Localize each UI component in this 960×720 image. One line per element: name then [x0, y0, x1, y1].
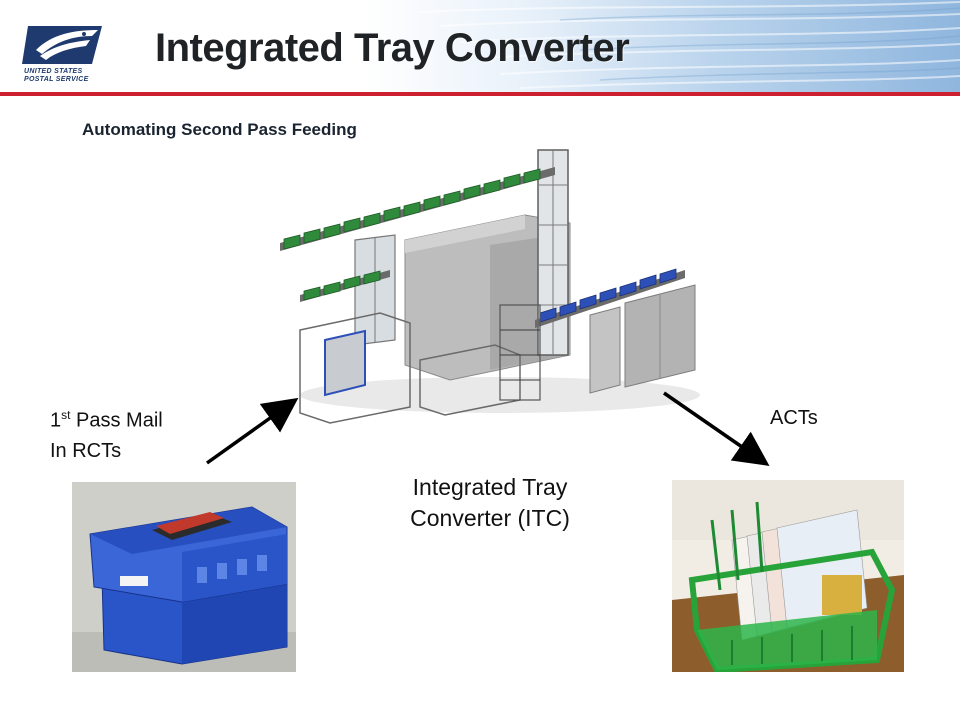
itc-machine-diagram	[280, 149, 700, 424]
slide-header: UNITED STATES POSTAL SERVICE Integrated …	[0, 0, 960, 92]
slide-subtitle: Automating Second Pass Feeding	[82, 120, 357, 139]
green-act-tray-photo	[672, 480, 904, 672]
first-pass-superscript: st	[61, 408, 71, 422]
logo-text-line2: POSTAL SERVICE	[24, 76, 89, 83]
header-swoosh-decoration	[419, 1, 960, 89]
logo-text-line1: UNITED STATES	[24, 68, 83, 75]
first-pass-number: 1	[50, 409, 62, 432]
slide-title: Integrated Tray Converter	[155, 26, 630, 70]
usps-logo-text: UNITED STATES POSTAL SERVICE	[24, 68, 114, 84]
header-red-rule	[0, 92, 960, 96]
acts-label: ACTs	[770, 407, 818, 429]
first-pass-line1: 1st Pass Mail	[50, 400, 163, 436]
blue-rct-tray-photo	[72, 482, 296, 672]
first-pass-text: Pass Mail	[70, 409, 163, 432]
usps-logo: UNITED STATES POSTAL SERVICE	[22, 20, 106, 86]
first-pass-label: 1st Pass Mail In RCTs	[50, 400, 163, 466]
itc-label-line1: Integrated Tray	[412, 474, 568, 500]
green-tray-illustration	[672, 480, 904, 672]
itc-label: Integrated Tray Converter (ITC)	[390, 472, 590, 534]
itc-label-line2: Converter (ITC)	[410, 505, 570, 531]
first-pass-line2: In RCTs	[50, 439, 122, 462]
eagle-logo-icon	[22, 26, 102, 64]
blue-tray-illustration	[72, 482, 296, 672]
